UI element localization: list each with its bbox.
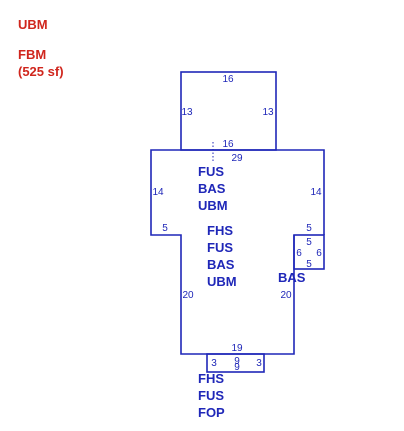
dim-top-upper: 16 — [222, 74, 234, 85]
main-body-outline — [150, 149, 325, 355]
dim-porch-right: 3 — [256, 358, 262, 369]
area-label-fhs-middle: FHS — [207, 223, 233, 238]
legend-ubm-label: UBM — [18, 17, 48, 32]
area-label-bas-bay: BAS — [278, 270, 306, 285]
dim-top-lower: 16 — [222, 139, 234, 150]
dim-lower-left: 20 — [182, 290, 194, 301]
dim-bay-right: 6 — [316, 248, 322, 259]
dim-main-right: 14 — [310, 187, 322, 198]
area-label-fus-middle: FUS — [207, 240, 233, 255]
bay-section-outline — [293, 234, 325, 270]
dim-right-step-top: 5 — [306, 223, 312, 234]
dim-bay-left: 6 — [296, 248, 302, 259]
dim-left-step: 5 — [162, 223, 168, 234]
dim-top-right: 13 — [262, 107, 274, 118]
area-label-ubm-upper: UBM — [198, 198, 228, 213]
dim-lower-right: 20 — [280, 290, 292, 301]
area-label-bas-upper: BAS — [198, 181, 226, 196]
dim-porch-top: 9 — [234, 356, 240, 367]
area-label-ubm-middle: UBM — [207, 274, 237, 289]
dim-main-top: 29 — [231, 153, 243, 164]
area-label-fus-porch: FUS — [198, 388, 224, 403]
area-label-fus-upper: FUS — [198, 164, 224, 179]
legend-fbm-label: FBM — [18, 47, 46, 62]
dim-porch-left: 3 — [211, 358, 217, 369]
dim-main-left: 14 — [152, 187, 164, 198]
area-label-fhs-porch: FHS — [198, 371, 224, 386]
dim-porch-bottom: 9 — [234, 362, 240, 373]
legend-area-label: (525 sf) — [18, 64, 64, 79]
area-label-bas-middle: BAS — [207, 257, 235, 272]
porch-outline — [206, 353, 265, 373]
dim-bay-bottom: 5 — [306, 259, 312, 270]
dim-bay-top: 5 — [306, 237, 312, 248]
dim-top-left: 13 — [181, 107, 193, 118]
dim-bottom: 19 — [231, 343, 243, 354]
area-label-fop-porch: FOP — [198, 405, 225, 420]
